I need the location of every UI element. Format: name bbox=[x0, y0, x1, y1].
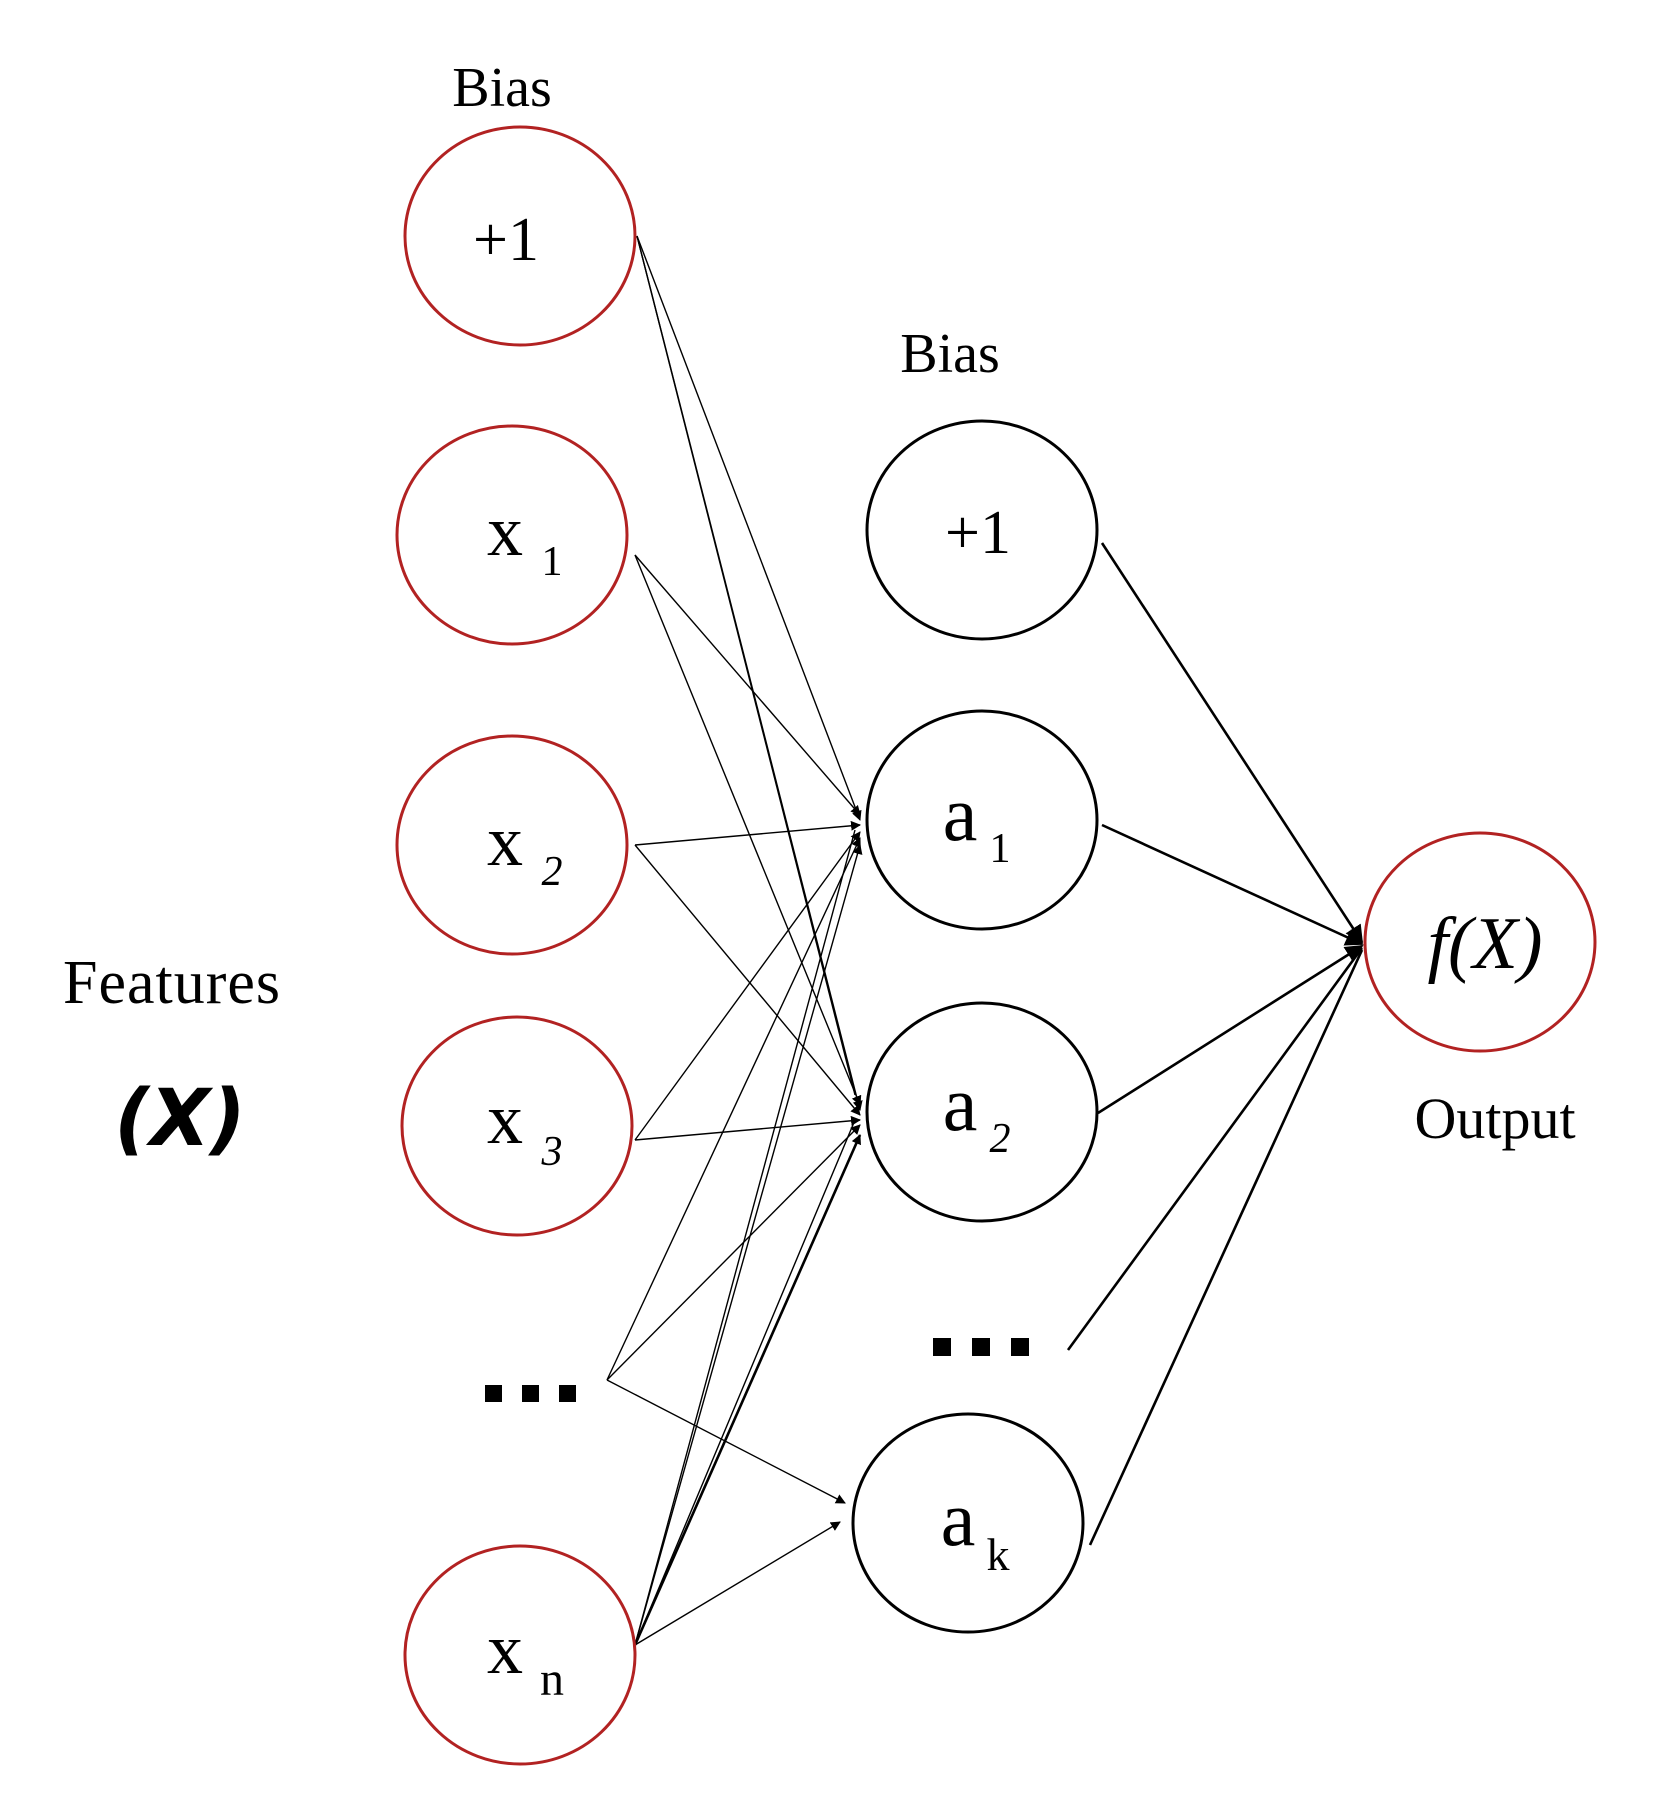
input-node-x1-sub: 1 bbox=[542, 539, 563, 585]
edge-xn-a1b bbox=[634, 829, 856, 1646]
edge-a1-out bbox=[1101, 823, 1364, 946]
hidden-ellipsis-dot bbox=[1011, 1338, 1029, 1356]
output-node-label: f(X) bbox=[1427, 903, 1542, 985]
features-symbol: (X) bbox=[114, 1074, 245, 1164]
edge-xn-a1 bbox=[634, 844, 863, 1646]
hidden-node-bias: +1 bbox=[865, 419, 1099, 641]
hidden-node-a2-main: a bbox=[943, 1060, 978, 1147]
hidden-ellipsis bbox=[933, 1338, 1029, 1356]
input-node-xn-circle bbox=[403, 1544, 637, 1766]
edge-xn-a2 bbox=[633, 1134, 862, 1646]
input-node-x2: x 2 bbox=[395, 734, 629, 956]
output-label: Output bbox=[1414, 1086, 1575, 1151]
input-node-xn: x n bbox=[403, 1544, 637, 1766]
edge-xn-a2b bbox=[634, 1119, 856, 1646]
edge-x2-a2 bbox=[634, 844, 861, 1116]
input-ellipsis bbox=[485, 1385, 576, 1402]
hidden-bias-label: Bias bbox=[900, 323, 1000, 385]
edge-dots-a1 bbox=[606, 837, 861, 1381]
input-node-x2-main: x bbox=[487, 801, 523, 881]
hidden-layer: +1 a 1 a 2 a k bbox=[851, 419, 1099, 1634]
hidden-node-a1-main: a bbox=[943, 770, 978, 857]
input-node-x3-main: x bbox=[487, 1079, 523, 1159]
hidden-node-a2-circle bbox=[865, 1001, 1099, 1223]
edge-dots-a2 bbox=[606, 1124, 861, 1381]
hidden-ellipsis-dot bbox=[933, 1338, 951, 1356]
input-layer: +1 x 1 x 2 x 3 x n bbox=[395, 125, 637, 1766]
edge-x1-a2 bbox=[634, 554, 862, 1106]
features-label: Features bbox=[63, 949, 281, 1017]
edge-hbias-out bbox=[1100, 542, 1364, 944]
input-bias-label: Bias bbox=[452, 57, 552, 119]
input-node-bias: +1 bbox=[403, 125, 637, 347]
hidden-node-a2-sub: 2 bbox=[990, 1116, 1011, 1162]
output-node-circle bbox=[1363, 831, 1597, 1053]
input-node-xn-main: x bbox=[487, 1609, 523, 1689]
edge-ak-out bbox=[1088, 949, 1364, 1546]
input-node-x1-circle bbox=[395, 424, 629, 646]
input-node-x1-main: x bbox=[487, 491, 523, 571]
input-node-xn-sub: n bbox=[540, 1653, 564, 1706]
hidden-node-ak: a k bbox=[851, 1412, 1085, 1634]
edge-x2-a1 bbox=[634, 820, 861, 846]
input-node-bias-main: +1 bbox=[473, 206, 539, 274]
input-node-x3: x 3 bbox=[400, 1015, 634, 1237]
input-ellipsis-dot bbox=[522, 1385, 539, 1402]
input-node-x3-circle bbox=[400, 1015, 634, 1237]
input-node-x2-circle bbox=[395, 734, 629, 956]
hidden-ellipsis-dot bbox=[972, 1338, 990, 1356]
edge-bias-a1 bbox=[636, 235, 862, 821]
input-node-bias-circle bbox=[403, 125, 637, 347]
edge-x3-a1 bbox=[634, 831, 861, 1141]
input-node-x1: x 1 bbox=[395, 424, 629, 646]
hidden-node-a1-circle bbox=[865, 709, 1099, 931]
input-node-x2-sub: 2 bbox=[542, 849, 563, 895]
edge-xn-ak bbox=[634, 1521, 841, 1646]
edge-x3-a2 bbox=[634, 1115, 861, 1141]
hidden-node-a1: a 1 bbox=[865, 709, 1099, 931]
hidden-node-a1-sub: 1 bbox=[990, 826, 1011, 872]
hidden-node-ak-sub: k bbox=[987, 1529, 1010, 1580]
hidden-node-ak-main: a bbox=[941, 1475, 976, 1562]
input-ellipsis-dot bbox=[485, 1385, 502, 1402]
input-node-x3-sub: 3 bbox=[541, 1129, 563, 1175]
hidden-node-bias-circle bbox=[865, 419, 1099, 641]
hidden-node-bias-main: +1 bbox=[945, 499, 1011, 567]
hidden-node-ak-circle bbox=[851, 1412, 1085, 1634]
edge-x1-a1 bbox=[634, 554, 861, 816]
input-ellipsis-dot bbox=[559, 1385, 576, 1402]
edges bbox=[606, 235, 1364, 1646]
edge-bias-a1b bbox=[636, 235, 856, 1096]
output-node: f(X) bbox=[1363, 831, 1597, 1053]
hidden-node-a2: a 2 bbox=[865, 1001, 1099, 1223]
edge-a2-out bbox=[1097, 944, 1364, 1115]
edge-hdots-out bbox=[1066, 947, 1364, 1351]
